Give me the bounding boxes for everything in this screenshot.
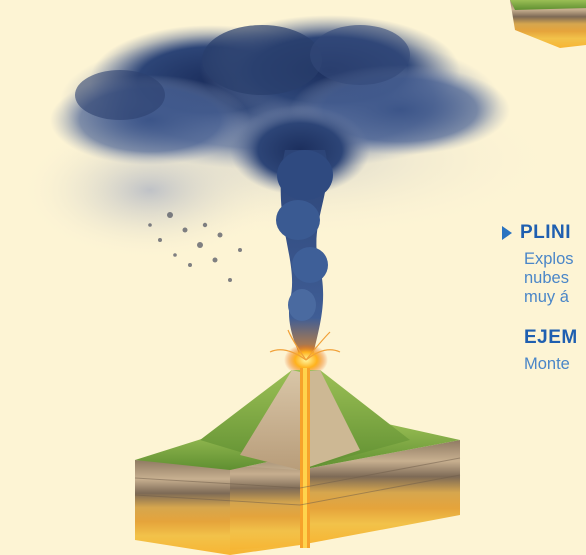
triangle-arrow-icon [502,226,512,240]
heading-row: PLINI [502,222,586,244]
eruption-type-panel: PLINI Explos nubes muy á EJEM Monte [502,222,586,374]
description-line: Explos [524,250,574,268]
section-heading: PLINI [520,222,572,243]
description-line: nubes [524,269,569,287]
example-text: Monte [524,355,570,373]
description-line: muy á [524,288,569,306]
section-description: Explos nubes muy á [524,250,586,307]
example-heading: EJEM [524,327,578,348]
